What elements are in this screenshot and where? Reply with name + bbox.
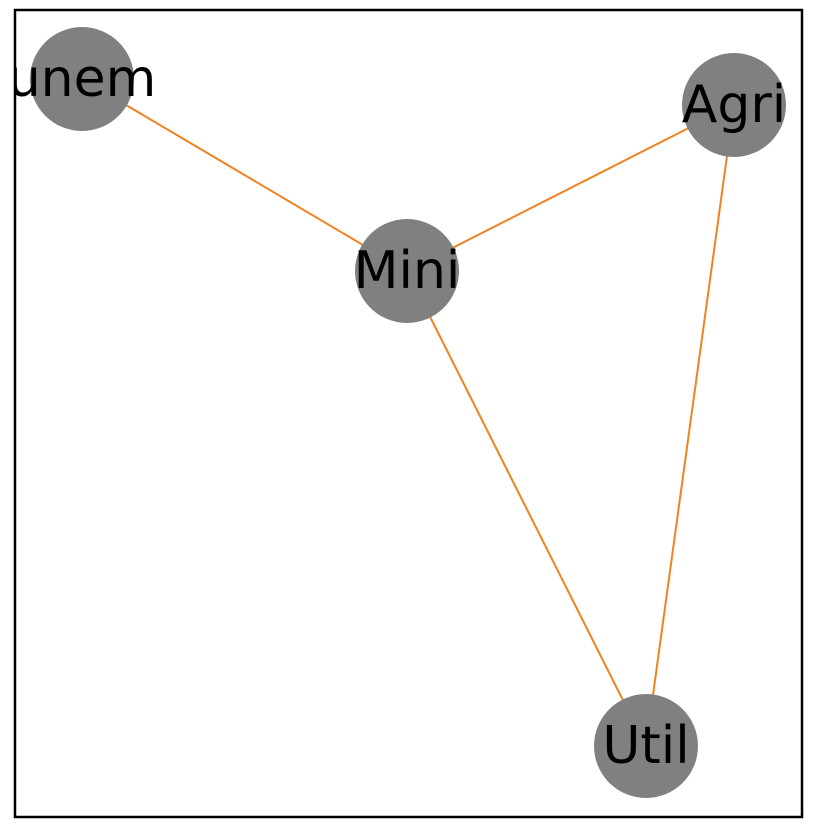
- node-circle-util: [594, 694, 698, 798]
- node-label-util: Util: [602, 716, 689, 776]
- node-label-unem: unem: [8, 49, 157, 109]
- plot-frame: [13, 8, 804, 819]
- node-label-mini: Mini: [354, 241, 461, 301]
- edge-unem-mini: [81, 78, 408, 272]
- edge-agri-util: [645, 104, 735, 747]
- node-circle-unem: [30, 27, 134, 131]
- node-agri: Agri: [682, 53, 786, 157]
- node-circle-agri: [682, 53, 786, 157]
- node-circle-mini: [355, 219, 459, 323]
- edge-mini-agri: [406, 104, 735, 272]
- node-unem: unem: [8, 27, 157, 131]
- node-util: Util: [594, 694, 698, 798]
- node-label-agri: Agri: [682, 75, 786, 135]
- edge-mini-util: [406, 270, 647, 747]
- node-mini: Mini: [354, 219, 461, 323]
- edges-layer: [81, 78, 735, 747]
